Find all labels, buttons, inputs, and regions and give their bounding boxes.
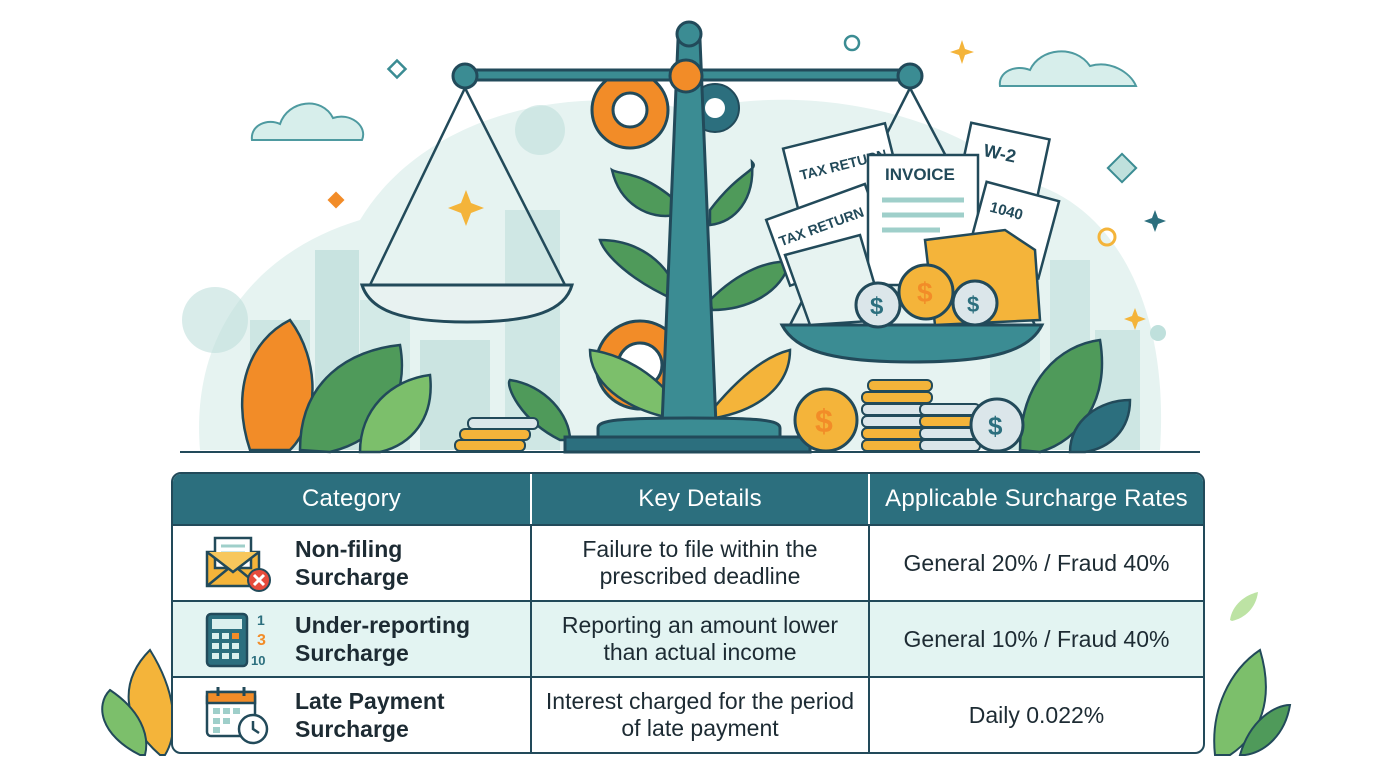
svg-text:$: $	[917, 277, 933, 308]
details-cell: Failure to file within the prescribed de…	[532, 526, 870, 600]
svg-text:3: 3	[257, 632, 266, 649]
balance-scale-icon	[359, 20, 1045, 454]
leaf-icon-bottom	[101, 592, 1292, 756]
details-cell: Reporting an amount lower than actual in…	[532, 602, 870, 676]
sparkle-icons	[327, 34, 1166, 341]
svg-text:$: $	[815, 403, 833, 439]
svg-text:10: 10	[251, 653, 265, 668]
rate-cell: General 10% / Fraud 40%	[903, 625, 1170, 652]
category-cell: Non-filing Surcharge	[173, 526, 532, 600]
coin-stack-icon: $ $	[454, 379, 1025, 453]
surcharge-table: Category Key Details Applicable Surcharg…	[171, 472, 1205, 754]
calculator-icon: 1 3 10	[205, 612, 266, 668]
svg-text:1: 1	[257, 612, 265, 628]
svg-text:$: $	[870, 293, 884, 320]
leaf-icon-left	[241, 318, 432, 454]
table-row: Non-filing Surcharge Failure to file wit…	[173, 524, 1203, 600]
rate-cell: Daily 0.022%	[968, 701, 1105, 728]
category-label: Non-filing Surcharge	[295, 536, 409, 590]
category-cell: Late Payment Surcharge	[173, 678, 532, 752]
table-header: Category Key Details Applicable Surcharg…	[173, 474, 1203, 524]
cloud-icon	[250, 50, 1138, 141]
category-cell: 1 3 10 Under-reporting Surcharge	[173, 602, 532, 676]
table-row: Late Payment Surcharge Interest charged …	[173, 676, 1203, 752]
header-category: Category	[173, 474, 532, 524]
rate-cell: General 20% / Fraud 40%	[903, 549, 1170, 576]
category-label: Late Payment Surcharge	[295, 688, 445, 742]
svg-text:INVOICE: INVOICE	[885, 165, 955, 184]
svg-text:$: $	[988, 411, 1003, 441]
category-label: Under-reporting Surcharge	[295, 612, 471, 666]
coin-icon-pan: $ $ $	[854, 263, 999, 329]
calendar-clock-icon	[205, 687, 269, 745]
header-rates: Applicable Surcharge Rates	[885, 485, 1188, 512]
leaf-icon-right	[1018, 338, 1132, 454]
leaf-icon-center	[507, 158, 792, 442]
details-cell: Interest charged for the period of late …	[532, 678, 870, 752]
svg-text:$: $	[967, 292, 979, 317]
tax-documents-icon: TAX RETURN TAX RETURN W-2 INVOICE 1040	[764, 121, 1061, 327]
table-row: 1 3 10 Under-reporting Surcharge Reporti…	[173, 600, 1203, 676]
envelope-error-icon	[205, 536, 271, 592]
header-key-details: Key Details	[532, 474, 870, 524]
